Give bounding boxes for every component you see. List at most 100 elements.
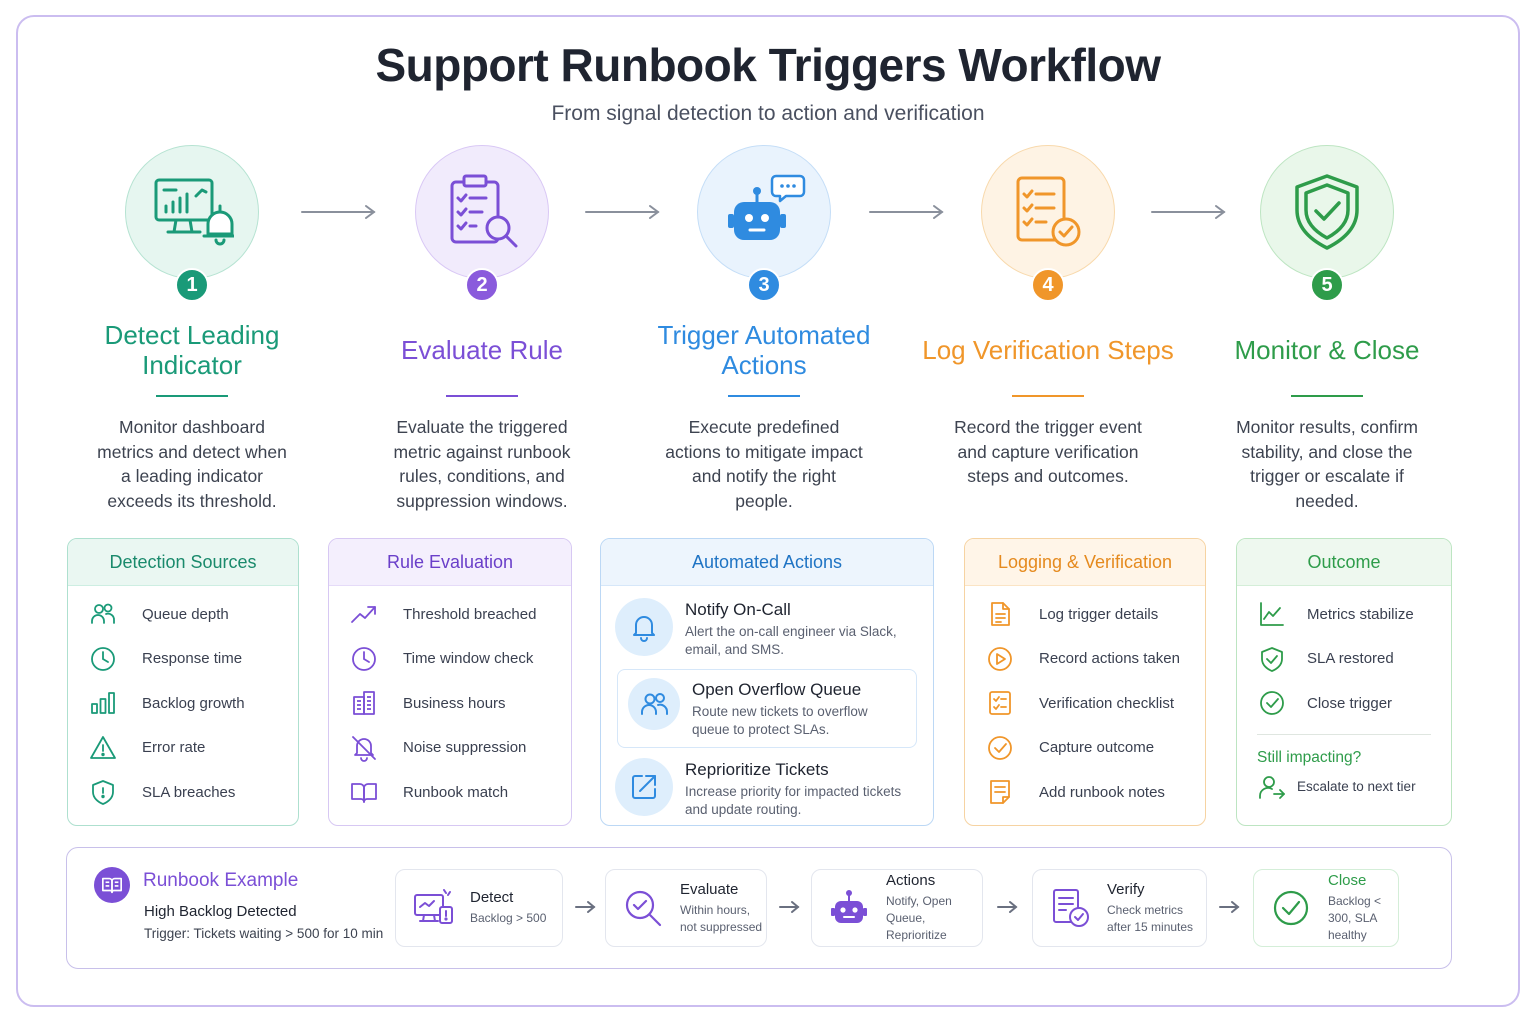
step-description: Evaluate the triggered metric against ru… bbox=[393, 417, 571, 511]
book-open-icon bbox=[94, 867, 130, 903]
step-title: Monitor & Close bbox=[1234, 335, 1420, 365]
panel-rule-evaluation: Rule Evaluation Threshold breached Time … bbox=[328, 538, 572, 826]
bell-off-icon bbox=[349, 733, 379, 763]
warning-icon bbox=[88, 733, 118, 763]
panel-title: Detection Sources bbox=[68, 539, 298, 586]
shield-check-icon bbox=[1295, 174, 1359, 250]
example-trigger: Trigger: Tickets waiting > 500 for 10 mi… bbox=[144, 926, 384, 941]
panel-title: Rule Evaluation bbox=[329, 539, 571, 586]
step-number-badge: 3 bbox=[747, 268, 781, 302]
step-monitor-close: 5 Monitor & Close Monitor results, confi… bbox=[1177, 145, 1477, 513]
list-item: Business hours bbox=[329, 681, 571, 726]
action-open-overflow-queue: Open Overflow Queue Route new tickets to… bbox=[617, 669, 917, 748]
step-icon-circle: 3 bbox=[697, 145, 831, 302]
panel-title: Outcome bbox=[1237, 539, 1451, 586]
list-item: SLA restored bbox=[1237, 637, 1451, 682]
example-step-title: Detect bbox=[470, 889, 514, 906]
monitor-alert-icon bbox=[408, 883, 458, 933]
panel-outcome: Outcome Metrics stabilize SLA restored C… bbox=[1236, 538, 1452, 826]
step-number-badge: 5 bbox=[1310, 268, 1344, 302]
action-title: Notify On-Call bbox=[685, 600, 791, 619]
action-reprioritize-tickets: Reprioritize Tickets Increase priority f… bbox=[601, 750, 933, 825]
item-label: Queue depth bbox=[142, 605, 229, 623]
action-description: Alert the on-call engineer via Slack, em… bbox=[685, 624, 897, 657]
checklist-icon bbox=[1016, 176, 1081, 247]
arrow-right-icon bbox=[779, 901, 800, 913]
item-label: Business hours bbox=[403, 694, 506, 712]
example-step-title: Verify bbox=[1107, 880, 1145, 898]
step-underline bbox=[446, 395, 518, 397]
step-description: Monitor dashboard metrics and detect whe… bbox=[97, 417, 287, 511]
item-label: Noise suppression bbox=[403, 739, 527, 757]
item-label: Response time bbox=[142, 650, 243, 668]
item-label: Record actions taken bbox=[1039, 650, 1180, 668]
robot-icon bbox=[824, 883, 874, 933]
list-item: Metrics stabilize bbox=[1237, 592, 1451, 637]
step-title: Detect Leading Indicator bbox=[104, 320, 280, 380]
action-title: Open Overflow Queue bbox=[692, 680, 862, 699]
example-step-detail: Backlog < 300, SLA healthy bbox=[1328, 894, 1382, 942]
page-subtitle: From signal detection to action and veri… bbox=[551, 102, 985, 125]
example-step-close: Close Backlog < 300, SLA healthy bbox=[1253, 869, 1399, 947]
example-step-detail: Check metrics after 15 minutes bbox=[1107, 902, 1194, 934]
item-label: Metrics stabilize bbox=[1307, 605, 1414, 623]
step-icon-circle: 2 bbox=[415, 145, 549, 302]
action-description: Increase priority for impacted tickets a… bbox=[685, 784, 902, 817]
step-number-badge: 1 bbox=[175, 268, 209, 302]
action-notify-on-call: Notify On-Call Alert the on-call enginee… bbox=[601, 590, 933, 667]
arrow-right-icon bbox=[575, 901, 596, 913]
example-step-verify: Verify Check metrics after 15 minutes bbox=[1032, 869, 1207, 947]
bar-chart-icon bbox=[88, 688, 118, 718]
item-label: Time window check bbox=[403, 650, 534, 668]
checklist-icon bbox=[985, 688, 1015, 718]
item-label: Add runbook notes bbox=[1039, 783, 1165, 801]
step-description: Monitor results, confirm stability, and … bbox=[1236, 417, 1418, 511]
list-item: Record actions taken bbox=[965, 637, 1205, 682]
check-circle-icon bbox=[1266, 883, 1316, 933]
step-title: Evaluate Rule bbox=[401, 335, 563, 365]
reroute-icon bbox=[615, 758, 673, 816]
item-label: Capture outcome bbox=[1039, 739, 1155, 757]
step-evaluate: 2 Evaluate Rule Evaluate the triggered m… bbox=[332, 145, 632, 513]
list-item: Verification checklist bbox=[965, 681, 1205, 726]
action-description: Route new tickets to overflow queue to p… bbox=[692, 704, 868, 737]
example-step-detail: Within hours, not suppressed bbox=[680, 902, 763, 934]
item-label: Close trigger bbox=[1307, 694, 1393, 712]
trend-up-icon bbox=[349, 599, 379, 629]
item-label: Threshold breached bbox=[403, 605, 537, 623]
step-icon-circle: 1 bbox=[125, 145, 259, 302]
list-item: Add runbook notes bbox=[965, 770, 1205, 815]
step-description: Execute predefined actions to mitigate i… bbox=[665, 417, 863, 511]
example-label: Runbook Example bbox=[143, 870, 299, 891]
example-step-evaluate: Evaluate Within hours, not suppressed bbox=[605, 869, 767, 947]
step-detect: 1 Detect Leading Indicator Monitor dashb… bbox=[42, 145, 342, 513]
step-number-badge: 4 bbox=[1031, 268, 1065, 302]
user-arrow-icon bbox=[1257, 772, 1287, 802]
shield-check-icon bbox=[1257, 644, 1287, 674]
search-check-icon bbox=[618, 883, 668, 933]
step-underline bbox=[728, 395, 800, 397]
example-scenario: High Backlog Detected bbox=[144, 903, 297, 920]
step-icon-circle: 4 bbox=[981, 145, 1115, 302]
step-underline bbox=[1012, 395, 1084, 397]
arrow-right-icon bbox=[1151, 205, 1226, 219]
step-trigger-actions: 3 Trigger Automated Actions Execute pred… bbox=[614, 145, 914, 513]
shield-icon bbox=[88, 777, 118, 807]
example-step-actions: Actions Notify, Open Queue, Reprioritize bbox=[811, 869, 983, 947]
panel-title: Automated Actions bbox=[601, 539, 933, 586]
list-item: Capture outcome bbox=[965, 726, 1205, 771]
team-icon bbox=[628, 678, 680, 730]
step-underline bbox=[1291, 395, 1363, 397]
list-item: Queue depth bbox=[68, 592, 298, 637]
play-icon bbox=[985, 644, 1015, 674]
clipboard-search-icon bbox=[450, 174, 518, 248]
example-step-title: Actions bbox=[886, 872, 936, 889]
example-step-title: Evaluate bbox=[680, 880, 739, 898]
step-icon-circle: 5 bbox=[1260, 145, 1394, 302]
panel-logging-verification: Logging & Verification Log trigger detai… bbox=[964, 538, 1206, 826]
item-label: SLA breaches bbox=[142, 783, 236, 801]
users-icon bbox=[88, 599, 118, 629]
item-label: Log trigger details bbox=[1039, 605, 1159, 623]
step-number-badge: 2 bbox=[465, 268, 499, 302]
item-label: SLA restored bbox=[1307, 650, 1394, 668]
